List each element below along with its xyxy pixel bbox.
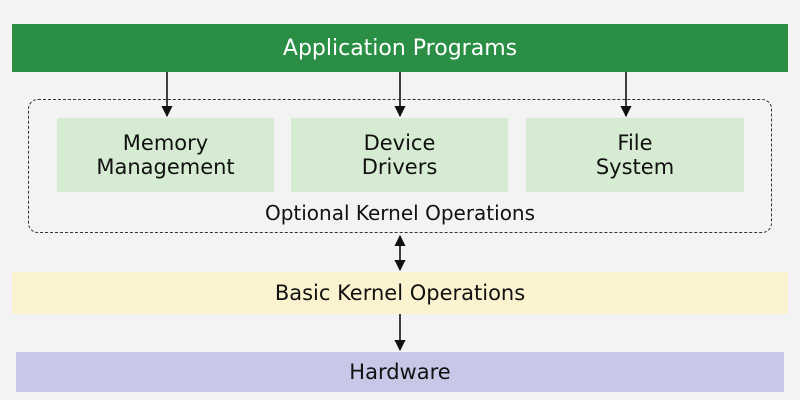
application-programs-label: Application Programs — [282, 35, 518, 61]
optional-kernel-operations-label: Optional Kernel Operations — [264, 201, 536, 225]
hardware-layer: Hardware — [16, 352, 784, 392]
application-programs-layer: Application Programs — [12, 24, 788, 72]
module-label-line2: Management — [96, 155, 235, 179]
device-drivers-module: Device Drivers — [291, 118, 508, 192]
module-label-line1: Device — [363, 131, 436, 155]
module-label-line1: File — [617, 131, 653, 155]
hardware-label: Hardware — [349, 360, 451, 384]
module-label-line1: Memory — [122, 131, 209, 155]
module-label-line2: Drivers — [361, 155, 438, 179]
module-label-line2: System — [595, 155, 675, 179]
memory-management-module: Memory Management — [57, 118, 274, 192]
file-system-module: File System — [526, 118, 744, 192]
basic-kernel-operations-layer: Basic Kernel Operations — [12, 272, 788, 314]
basic-kernel-operations-label: Basic Kernel Operations — [274, 281, 526, 305]
